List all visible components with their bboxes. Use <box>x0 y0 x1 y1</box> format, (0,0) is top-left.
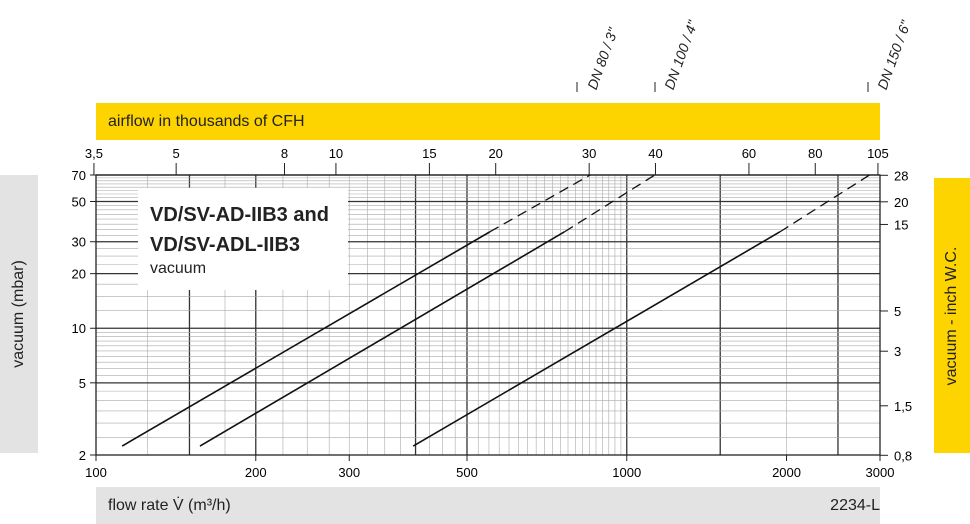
bottom-axis-title-bar: flow rate V̇ (m³/h) 2234-L <box>96 487 880 524</box>
series-line-solid-0 <box>121 231 491 447</box>
x-tick-label: 3000 <box>866 465 895 480</box>
y-tick-label: 30 <box>72 235 86 250</box>
top-axis-title: airflow in thousands of CFH <box>108 113 305 130</box>
y2-tick-label: 1,5 <box>894 399 912 414</box>
top-axis-title-bar: airflow in thousands of CFH <box>96 103 880 140</box>
x-tick-label: 300 <box>338 465 360 480</box>
x2-tick-label: 10 <box>329 146 343 161</box>
chart-title-box: VD/SV-AD-IIB3 and VD/SV-ADL-IIB3 vacuum <box>138 188 348 290</box>
x2-tick-label: 20 <box>488 146 502 161</box>
plot-frame <box>95 174 881 456</box>
x2-tick-label: 5 <box>173 146 180 161</box>
y2-tick-label: 3 <box>894 344 901 359</box>
left-axis-title-bar: vacuum (mbar) <box>0 175 38 453</box>
series-line-dashed-0 <box>489 174 591 233</box>
y-tick-label: 20 <box>72 267 86 282</box>
y2-tick-label: 20 <box>894 195 908 210</box>
x2-tick-label: 8 <box>281 146 288 161</box>
y-tick-label: 5 <box>79 376 86 391</box>
right-axis-title-bar: vacuum - inch W.C. <box>934 178 970 453</box>
y-tick-label: 70 <box>72 168 86 183</box>
chart-title-line2: VD/SV-ADL-IIB3 <box>150 234 301 256</box>
x-tick-label: 2000 <box>772 465 801 480</box>
x-tick-label: 500 <box>456 465 478 480</box>
x2-tick-label: 3,5 <box>85 146 103 161</box>
x-tick-label: 200 <box>245 465 267 480</box>
x-axis-title: flow rate V̇ (m³/h) <box>108 497 231 514</box>
x2-tick-label: 40 <box>648 146 662 161</box>
y-tick-label: 50 <box>72 194 86 209</box>
x2-tick-label: 80 <box>808 146 822 161</box>
y2-tick-label: 15 <box>894 217 908 232</box>
y2-tick-label: 0,8 <box>894 448 912 463</box>
y2-tick-label: 5 <box>894 304 901 319</box>
x2-tick-label: 105 <box>867 146 889 161</box>
chart-title: VD/SV-AD-IIB3 and <box>150 204 329 226</box>
x2-tick-label: 60 <box>742 146 756 161</box>
series-line-dashed-1 <box>564 174 656 233</box>
x2-tick-label: 30 <box>582 146 596 161</box>
y-tick-label: 10 <box>72 321 86 336</box>
x-tick-label: 100 <box>85 465 107 480</box>
y2-tick-label: 28 <box>894 168 908 183</box>
figure-code: 2234-L <box>830 497 880 514</box>
series-line-solid-2 <box>412 231 781 447</box>
y-tick-label: 2 <box>79 448 86 463</box>
y-axis-title: vacuum (mbar) <box>10 260 27 368</box>
chart-subtitle: vacuum <box>150 260 207 277</box>
series-line-dashed-2 <box>779 174 870 233</box>
y2-axis-title: vacuum - inch W.C. <box>943 246 960 385</box>
x2-tick-label: 15 <box>422 146 436 161</box>
series-line-solid-1 <box>199 231 565 447</box>
x-tick-label: 1000 <box>612 465 641 480</box>
